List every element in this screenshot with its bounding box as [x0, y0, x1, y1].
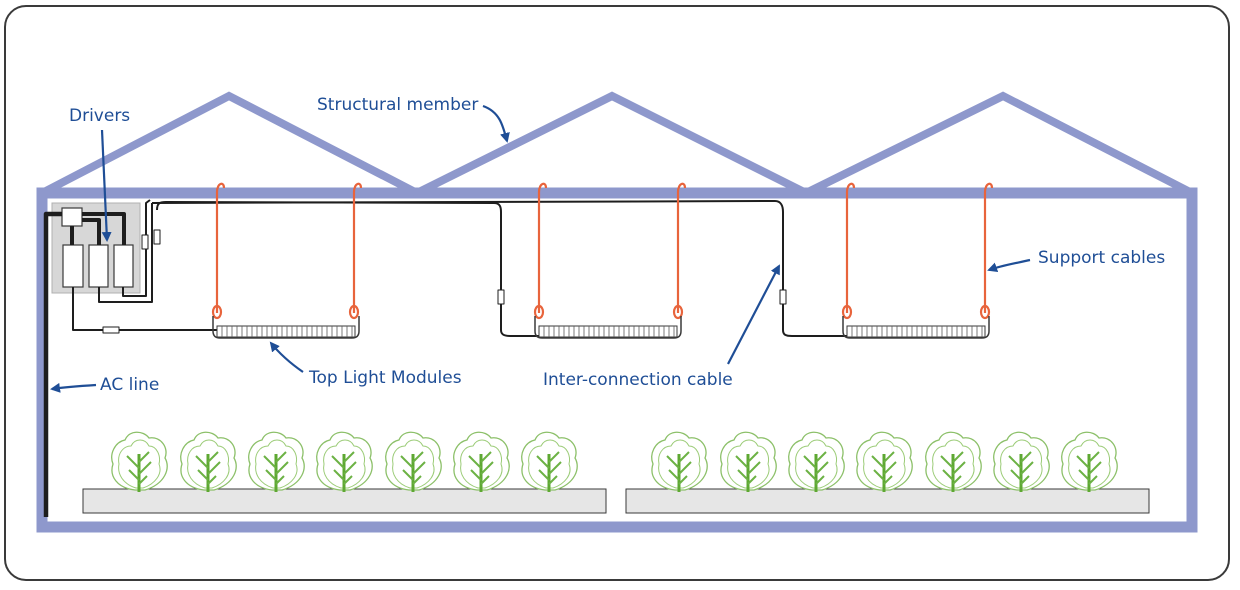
plant [315, 430, 374, 494]
plant [384, 430, 443, 494]
inter-connection-cable-label: Inter-connection cable [543, 370, 733, 390]
support-cable [979, 182, 994, 320]
grow-bench-left [82, 488, 607, 514]
cabling [43, 199, 848, 517]
plant [787, 430, 846, 494]
plant [650, 430, 709, 494]
grow-bench-right [625, 488, 1150, 514]
inter-connection-cable [151, 200, 848, 337]
plant [1060, 430, 1119, 494]
structural-member-arrow [482, 104, 510, 143]
plant [520, 430, 579, 494]
driver-unit [88, 244, 109, 288]
plant [452, 430, 511, 494]
ac-line-arrow [50, 382, 97, 393]
callout-arrows [50, 104, 1031, 393]
driver-unit [113, 244, 134, 288]
plant [992, 430, 1051, 494]
plant [855, 430, 914, 494]
support-cable [672, 182, 687, 320]
ac-line-label: AC line [100, 375, 159, 395]
top-light-modules [212, 316, 990, 339]
support-cables [211, 182, 994, 320]
support-cables-arrow [987, 258, 1031, 272]
light-module [534, 316, 682, 339]
structural-member-label: Structural member [317, 95, 478, 115]
ac-line [43, 211, 62, 517]
plant [719, 430, 778, 494]
inter-connection-cable-arrow [727, 264, 780, 365]
top-light-modules-label: Top Light Modules [308, 368, 462, 388]
plant [924, 430, 983, 494]
drivers-arrow [100, 129, 112, 242]
diagram-frame [4, 5, 1230, 581]
support-cable [211, 182, 226, 320]
driver-unit [62, 244, 84, 288]
support-cable [841, 182, 856, 320]
light-module [212, 316, 360, 339]
light-module [842, 316, 990, 339]
junction-box [61, 207, 83, 227]
structural-member [36, 91, 1198, 533]
support-cable [533, 182, 548, 320]
plant [110, 430, 169, 494]
plants [110, 430, 1119, 494]
drivers-label: Drivers [69, 106, 130, 126]
plant [247, 430, 306, 494]
driver-enclosure [51, 202, 141, 294]
support-cables-label: Support cables [1038, 248, 1165, 268]
top-light-modules-arrow [269, 341, 304, 373]
plant [179, 430, 238, 494]
support-cable [348, 182, 363, 320]
